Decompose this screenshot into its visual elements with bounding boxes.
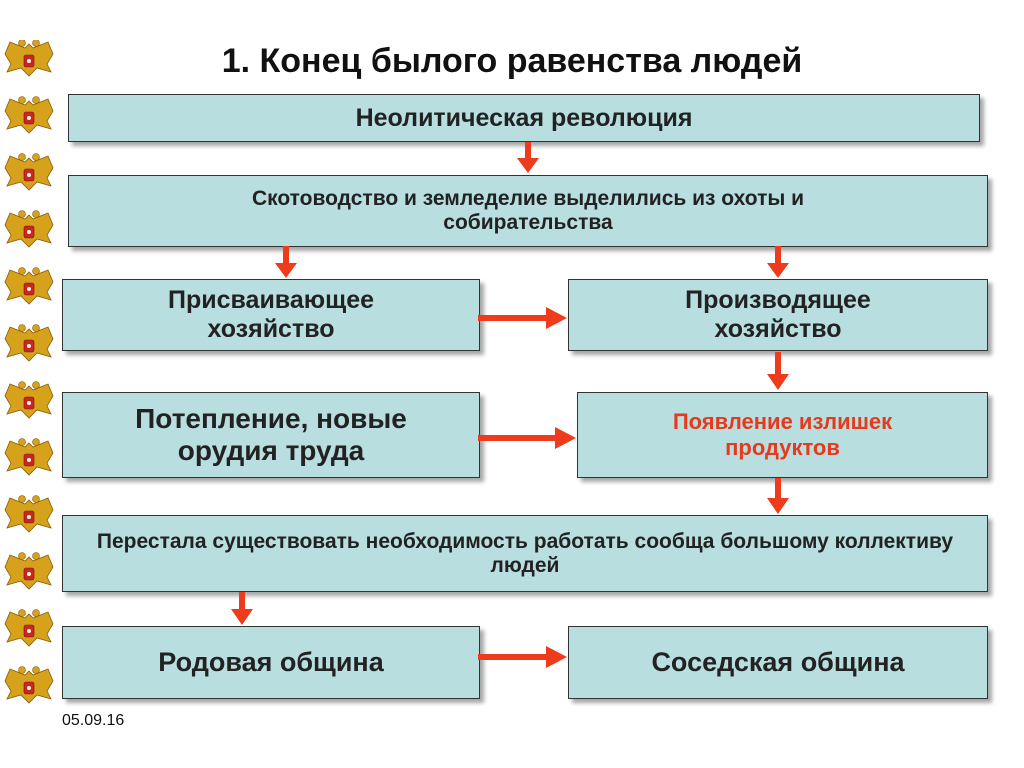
eagle-emblem-icon [4,552,54,590]
box-neolithic-revolution-label: Неолитическая революция [355,103,693,132]
eagle-emblem-icon [4,324,54,362]
box-surplus-products: Появление излишек продуктов [577,392,988,478]
box-clan-label: Родовая община [158,647,384,677]
box-no-need-label: Перестала существовать необходимость раб… [96,529,954,577]
box-producing-economy: Производящее хозяйство [568,279,988,351]
arrow-down-no-need-to-clan [231,592,253,625]
box-no-need-collective: Перестала существовать необходимость раб… [62,515,988,592]
arrow-right-warming-to-surplus [478,427,576,449]
eagle-emblem-icon [4,438,54,476]
slide-title: 1. Конец былого равенства людей [221,42,803,80]
box-neighbor-community: Соседская община [568,626,988,699]
box-surplus-label: Появление излишек продуктов [672,409,893,460]
box-herding-farming-separation: Скотоводство и земледелие выделились из … [68,175,988,247]
box-warming-tools: Потепление, новые орудия труда [62,392,480,478]
arrow-down-separation-to-appropriating [275,246,297,278]
eagle-emblem-icon [4,609,54,647]
box-appropriating-economy: Присваивающее хозяйство [62,279,480,351]
eagle-emblem-icon [4,210,54,248]
eagle-emblem-icon [4,666,54,704]
arrow-down-surplus-to-no-need [767,478,789,514]
arrow-right-appropriating-to-producing [478,307,567,329]
eagle-emblem-icon [4,40,54,77]
arrow-down-neolithic-to-separation [517,142,539,173]
box-clan-community: Родовая община [62,626,480,699]
box-warming-label: Потепление, новые орудия труда [135,403,407,466]
slide-date: 05.09.16 [62,712,125,729]
eagle-emblem-icon [4,267,54,305]
box-herding-farming-label: Скотоводство и земледелие выделились из … [251,187,805,234]
arrow-right-clan-to-neighbor [478,646,567,668]
box-neighbor-label: Соседская община [651,647,905,677]
box-producing-label: Производящее хозяйство [685,286,871,343]
eagle-emblem-icon [4,495,54,533]
eagle-emblem-icon [4,381,54,419]
arrow-down-separation-to-producing [767,246,789,278]
coat-of-arms-strip [4,40,54,704]
eagle-emblem-icon [4,153,54,191]
box-appropriating-label: Присваивающее хозяйство [167,286,375,343]
box-neolithic-revolution: Неолитическая революция [68,94,980,142]
eagle-emblem-icon [4,96,54,134]
arrow-down-producing-to-surplus [767,352,789,390]
